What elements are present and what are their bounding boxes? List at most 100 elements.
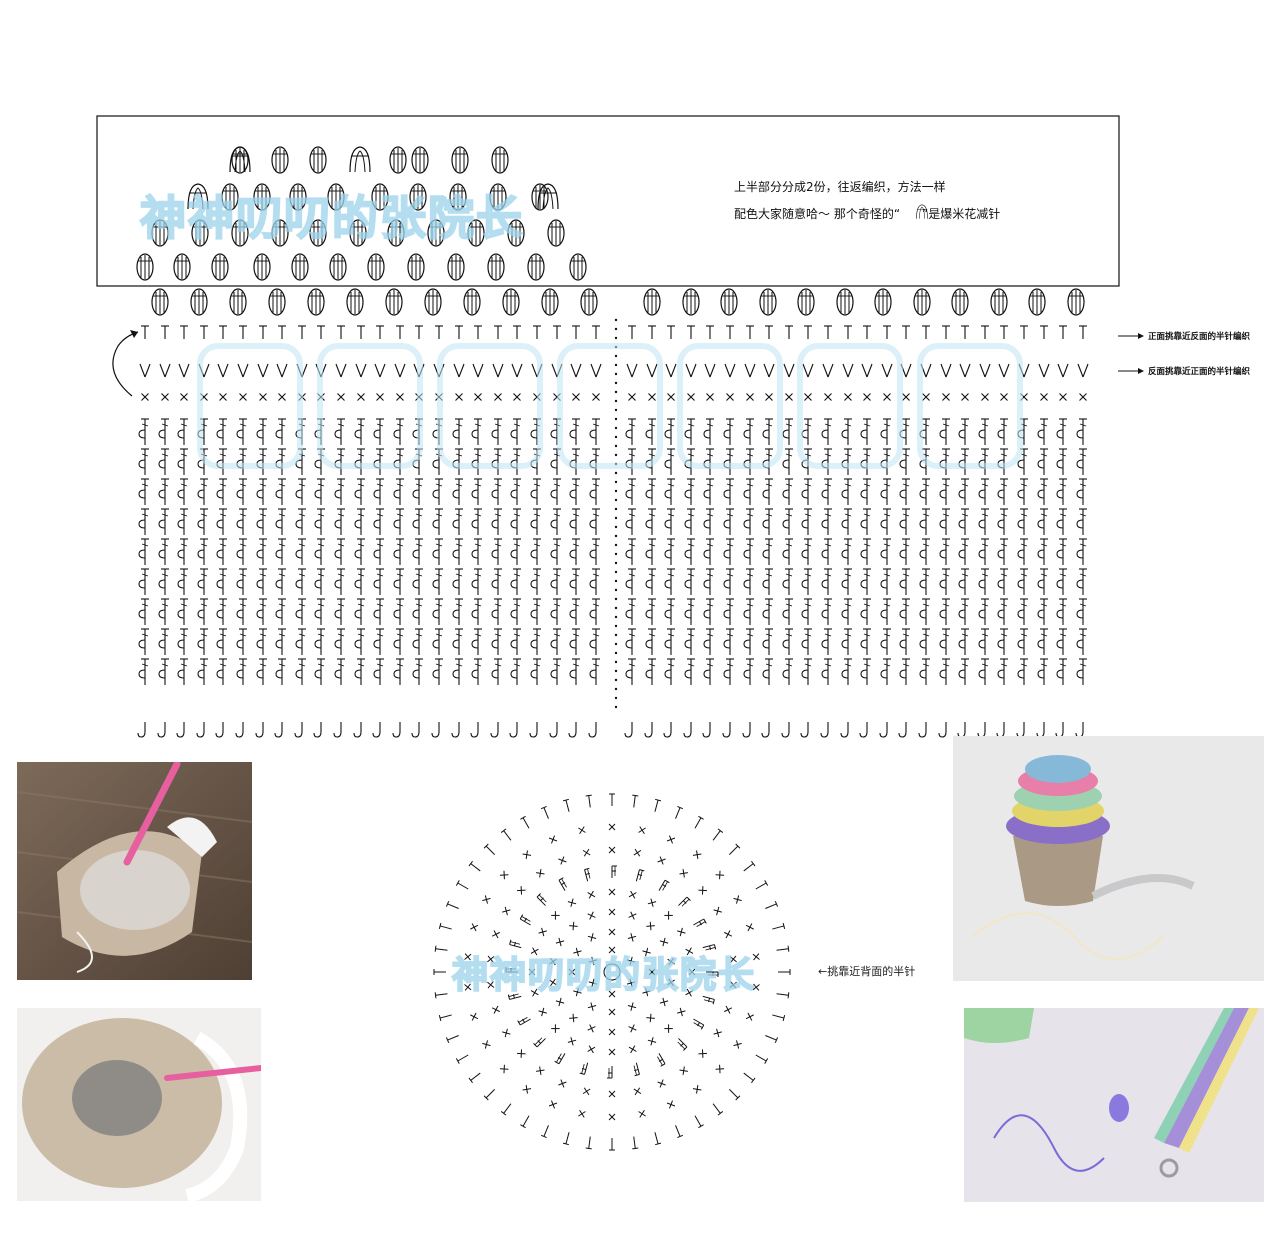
round-stitch [540,1123,552,1139]
seam-dot [614,399,618,403]
round-stitch [468,1070,483,1084]
front-post-stitch [1076,538,1088,566]
round-stitch [676,927,686,937]
round-stitch [657,856,667,865]
front-post-stitch [236,568,248,596]
front-post-stitch [1076,568,1088,596]
front-post-stitch [860,508,872,536]
seam-dot [614,543,618,547]
round-stitch [741,1070,756,1084]
round-stitch [555,937,565,947]
round-stitch [501,1028,511,1038]
round-stitch [745,922,755,932]
foundation-stitch [840,721,849,738]
round-stitch [608,928,616,936]
round-stitch [455,879,471,893]
front-post-stitch [958,658,970,686]
front-post-stitch [958,598,970,626]
half-double-stitch [160,325,170,340]
front-post-stitch [801,658,813,686]
round-stitch [519,914,534,926]
round-stitch [710,828,724,843]
front-post-stitch [782,598,794,626]
front-post-stitch [645,568,657,596]
round-stitch [608,908,616,916]
round-stitch [568,1013,579,1023]
front-post-stitch [275,598,287,626]
foundation-stitch [957,721,966,738]
front-post-stitch [275,508,287,536]
round-stitch [554,1050,566,1065]
round-stitch [628,1045,637,1054]
v-stitch [139,363,151,378]
half-double-stitch [179,325,189,340]
front-post-stitch [782,568,794,596]
seam-dot [614,687,618,691]
front-post-stitch [236,538,248,566]
front-post-stitch [295,628,307,656]
front-post-stitch [530,628,542,656]
front-post-stitch [295,478,307,506]
front-post-stitch [1076,448,1088,476]
bobble-stitch [491,146,509,174]
round-stitch [763,900,779,912]
front-post-stitch [919,568,931,596]
front-post-stitch [550,658,562,686]
front-post-stitch [1037,628,1049,656]
foundation-stitch [568,721,577,738]
front-post-stitch [958,568,970,596]
front-post-stitch [899,658,911,686]
front-post-stitch [664,478,676,506]
front-post-stitch [664,538,676,566]
round-stitch [659,997,669,1007]
front-post-stitch [1056,658,1068,686]
bobble-stitch [797,288,815,316]
seam-dot [614,516,618,520]
front-post-stitch [177,658,189,686]
front-post-stitch [393,658,405,686]
seam-dot [614,489,618,493]
turning-arrow [112,331,139,397]
front-post-stitch [899,628,911,656]
front-post-stitch [684,508,696,536]
round-stitch [753,1051,769,1065]
front-post-stitch [295,658,307,686]
front-post-stitch [860,568,872,596]
front-post-stitch [589,658,601,686]
front-post-stitch [197,658,209,686]
front-post-stitch [860,658,872,686]
single-crochet-stitch [160,392,170,402]
front-post-stitch [256,478,268,506]
bobble-stitch [531,183,549,211]
seam-dot [614,633,618,637]
round-stitch [519,815,533,831]
front-post-stitch [177,508,189,536]
round-stitch [562,798,573,813]
front-post-stitch [354,568,366,596]
bobble-stitch [346,288,364,316]
round-stitch [558,877,570,892]
bobble-stitch [329,253,347,281]
front-post-stitch [256,538,268,566]
round-stitch [710,1101,724,1116]
round-stitch [677,896,691,910]
foundation-stitch [702,721,711,738]
round-stitch [519,1113,533,1129]
front-post-stitch [569,508,581,536]
front-post-stitch [569,478,581,506]
seam-dot [614,480,618,484]
front-post-stitch [899,538,911,566]
round-stitch [587,890,596,899]
round-stitch [499,1064,509,1074]
popcorn-decrease-stitch [349,146,371,173]
round-stitch [692,918,707,930]
foundation-stitch [644,721,653,738]
front-post-stitch [684,628,696,656]
round-stitch [608,823,616,831]
front-post-stitch [625,478,637,506]
front-post-stitch [393,628,405,656]
front-post-stitch [997,628,1009,656]
bobble-stitch [211,253,229,281]
foundation-stitch [176,721,185,738]
front-post-stitch [334,478,346,506]
